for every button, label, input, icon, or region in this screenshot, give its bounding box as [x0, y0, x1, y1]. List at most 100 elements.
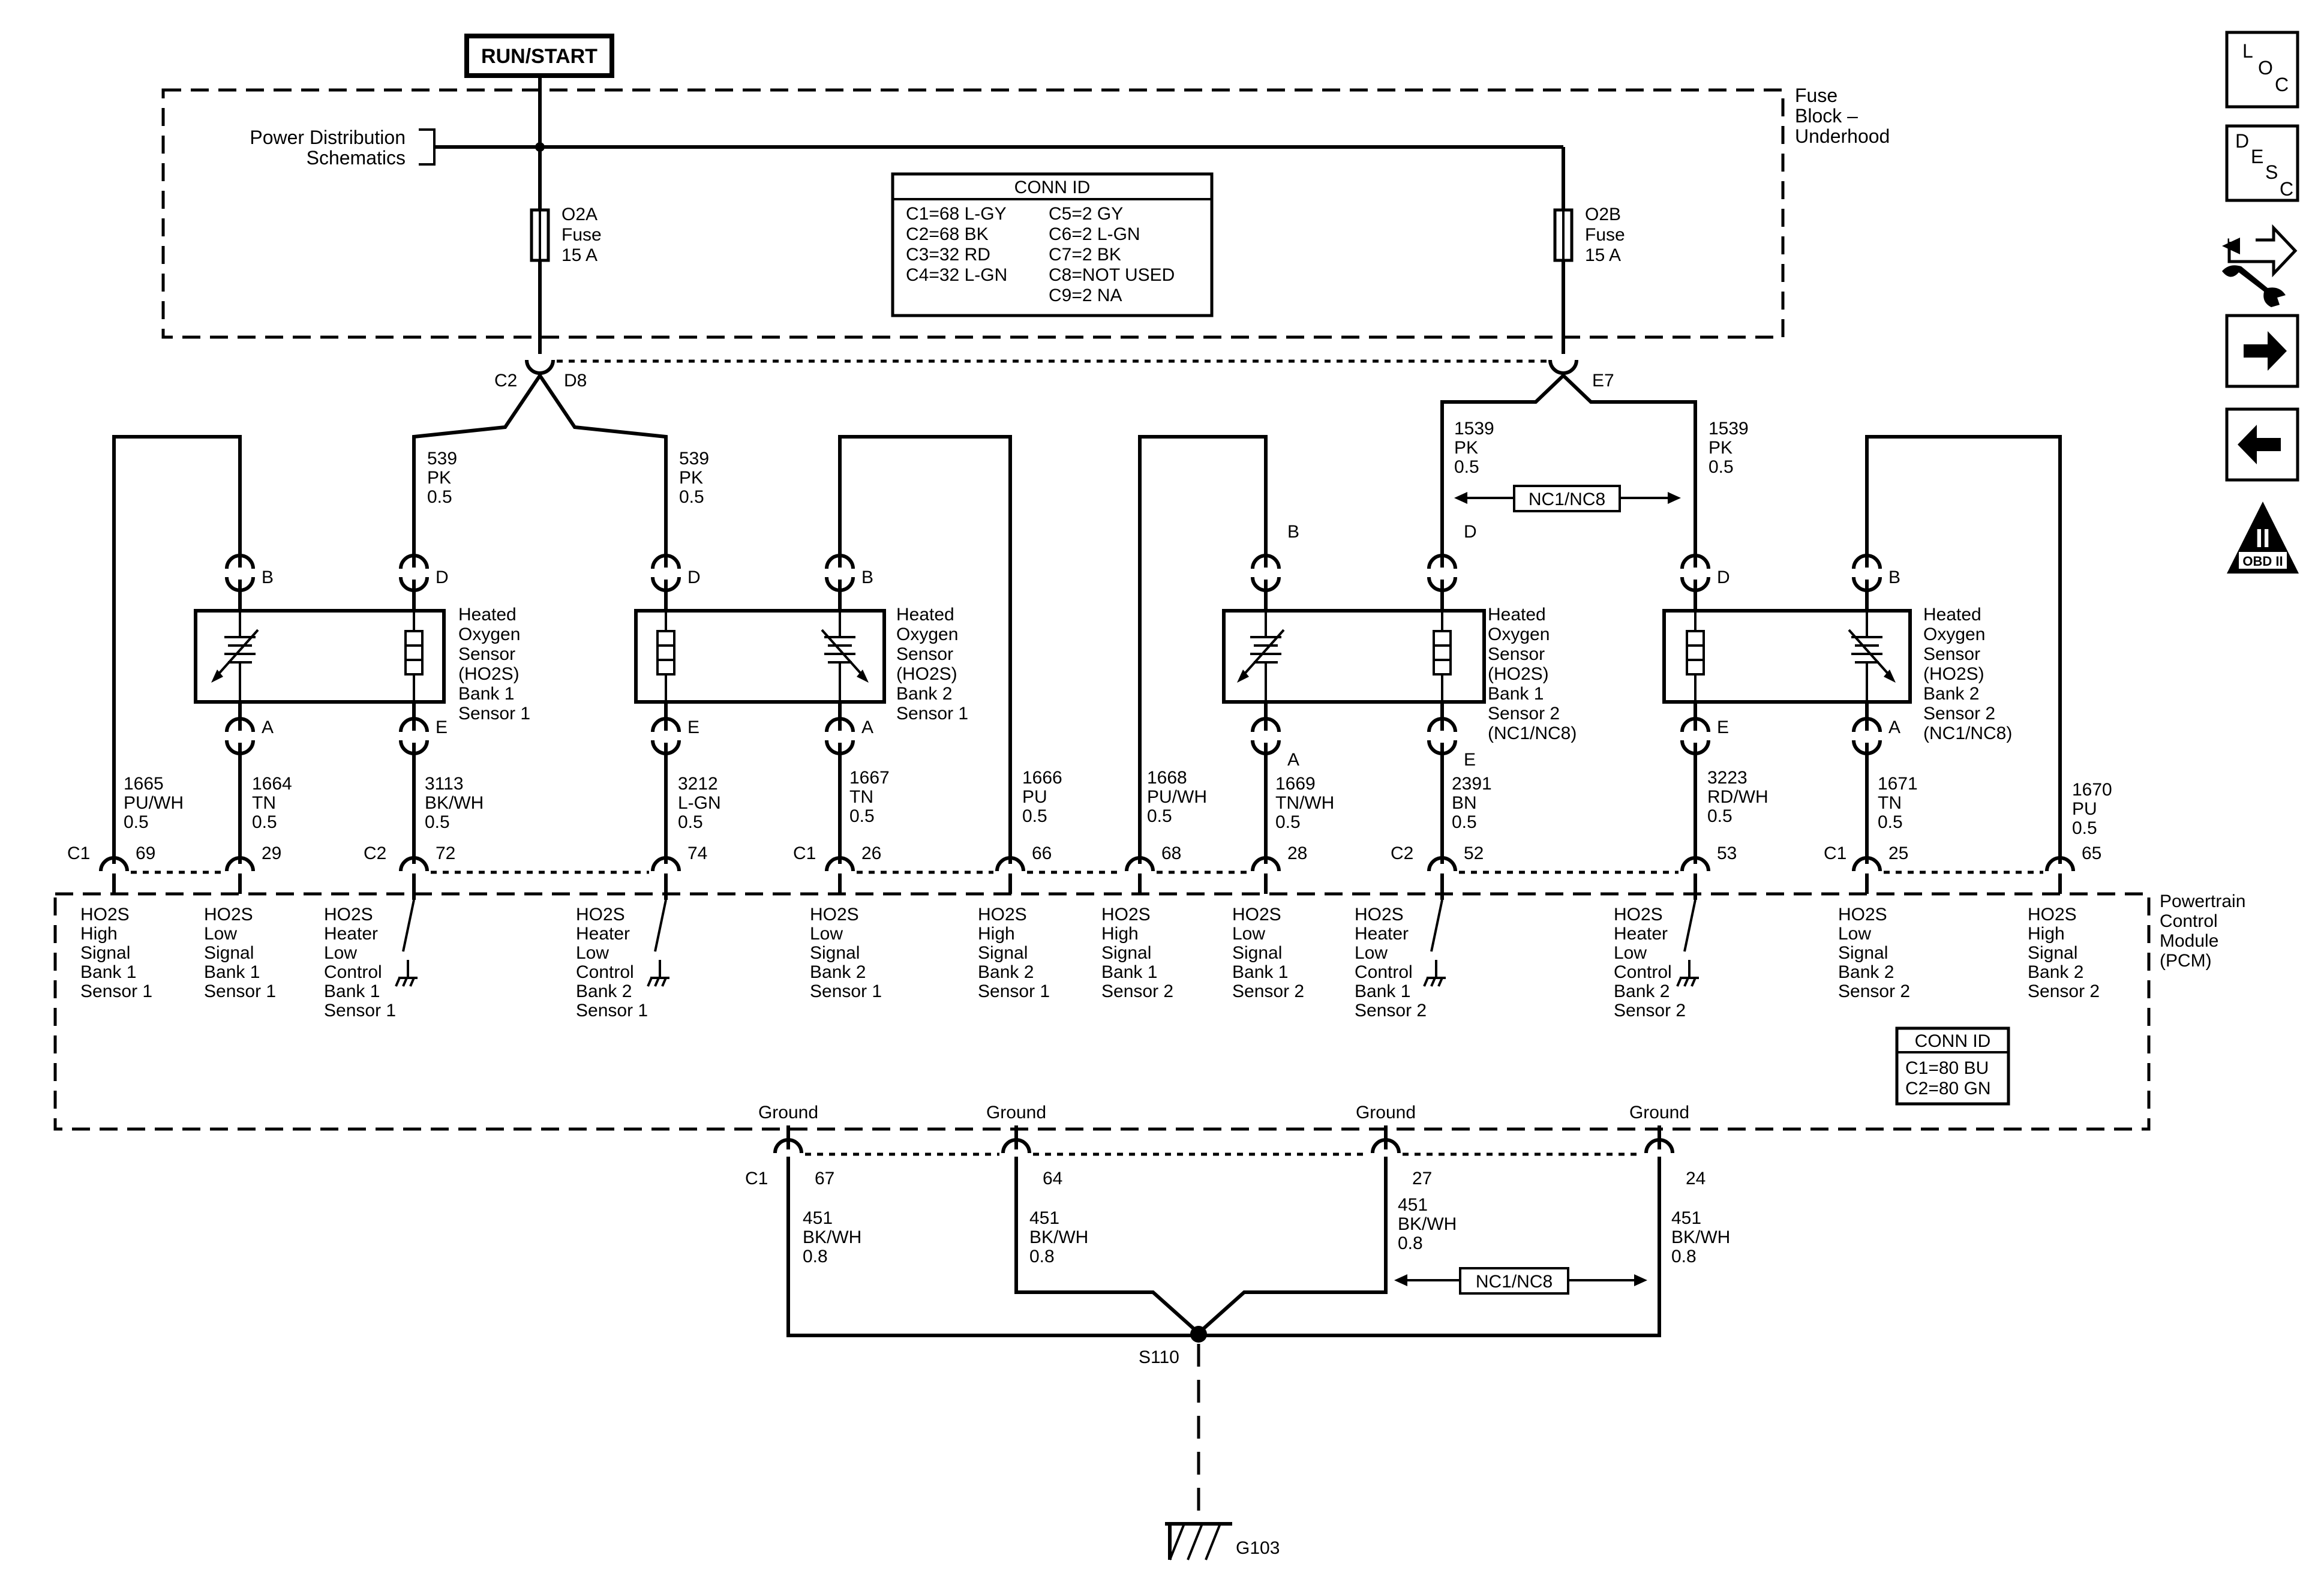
pcm-conn-id-table: CONN ID C1=80 BU C2=80 GN — [1895, 1026, 2010, 1106]
oxygen-sensor-element-icon — [1848, 611, 1896, 702]
svg-text:(NC1/NC8): (NC1/NC8) — [1488, 724, 1577, 743]
svg-text:Low: Low — [810, 924, 843, 944]
svg-text:26: 26 — [861, 843, 881, 863]
svg-text:(NC1/NC8): (NC1/NC8) — [1923, 724, 2012, 743]
pcm-circuit-b2s2-high: HO2S High Signal Bank 2 Sensor 2 — [2028, 905, 2100, 1001]
pcm-circuit-b2s1-high: HO2S High Signal Bank 2 Sensor 1 — [978, 905, 1050, 1001]
svg-text:RUN/START: RUN/START — [481, 45, 597, 68]
next-page-icon[interactable] — [2225, 314, 2299, 388]
svg-text:B: B — [262, 568, 274, 587]
svg-text:Sensor 2: Sensor 2 — [2028, 981, 2100, 1001]
svg-text:0.5: 0.5 — [1147, 806, 1172, 826]
svg-text:PU: PU — [2072, 799, 2097, 819]
pcm-ground-labels: Ground Ground Ground Ground — [758, 1103, 1689, 1122]
svg-text:15 A: 15 A — [1585, 245, 1621, 265]
svg-text:NC1/NC8: NC1/NC8 — [1529, 490, 1605, 509]
svg-text:27: 27 — [1412, 1169, 1432, 1188]
svg-text:Sensor 2: Sensor 2 — [1488, 704, 1560, 724]
svg-text:1664: 1664 — [252, 774, 292, 794]
svg-text:OBD II: OBD II — [2242, 554, 2283, 569]
description-icon[interactable]: D E S C — [2225, 124, 2299, 202]
fuse-block-label: Fuse Block – Underhood — [1795, 85, 1890, 147]
svg-text:Bank 2: Bank 2 — [1838, 962, 1894, 982]
svg-text:Module: Module — [2160, 931, 2218, 951]
svg-text:A: A — [1888, 718, 1900, 737]
svg-text:PK: PK — [1454, 438, 1478, 458]
svg-text:Fuse: Fuse — [1795, 85, 1837, 106]
svg-text:451: 451 — [803, 1208, 833, 1228]
svg-text:Sensor 2: Sensor 2 — [1101, 981, 1173, 1001]
svg-text:0.5: 0.5 — [425, 812, 450, 832]
svg-text:PK: PK — [427, 468, 451, 488]
svg-text:1539: 1539 — [1454, 419, 1494, 439]
svg-text:Signal: Signal — [1838, 943, 1888, 963]
svg-text:TN: TN — [1878, 793, 1902, 813]
heater-element-icon — [404, 611, 424, 702]
svg-text:Bank 2: Bank 2 — [1614, 981, 1670, 1001]
svg-text:74: 74 — [687, 843, 707, 863]
svg-text:0.5: 0.5 — [252, 812, 277, 832]
svg-text:Sensor 1: Sensor 1 — [810, 981, 882, 1001]
svg-text:1670: 1670 — [2072, 780, 2112, 800]
troubleshooting-icon[interactable] — [2222, 224, 2298, 307]
svg-text:D: D — [436, 568, 449, 587]
svg-text:High: High — [978, 924, 1015, 944]
ho2s-bank2-sensor2: Heated Oxygen Sensor (HO2S) Bank 2 Senso… — [1662, 605, 2012, 743]
wire-3113-label: 3113 BK/WH 0.5 — [425, 774, 484, 832]
wire-2391-label: 2391 BN 0.5 — [1452, 774, 1492, 832]
svg-text:Bank 2: Bank 2 — [978, 962, 1034, 982]
svg-text:72: 72 — [436, 843, 455, 863]
svg-text:C4=32 L-GN: C4=32 L-GN — [906, 265, 1007, 285]
svg-text:64: 64 — [1043, 1169, 1062, 1188]
svg-text:BK/WH: BK/WH — [1671, 1227, 1730, 1247]
svg-text:C6=2 L-GN: C6=2 L-GN — [1049, 224, 1140, 244]
svg-text:28: 28 — [1287, 843, 1307, 863]
svg-text:Ground: Ground — [986, 1103, 1046, 1122]
wire-1666-label: 1666 PU 0.5 — [1022, 768, 1062, 826]
svg-text:451: 451 — [1029, 1208, 1059, 1228]
heater-low-driver-b1s1 — [395, 873, 419, 987]
svg-text:Heater: Heater — [1355, 924, 1409, 944]
svg-text:Bank 1: Bank 1 — [204, 962, 260, 982]
pcm-circuit-b2s2-low: HO2S Low Signal Bank 2 Sensor 2 — [1838, 905, 1910, 1001]
svg-text:PU/WH: PU/WH — [124, 793, 184, 813]
svg-text:C2=80 GN: C2=80 GN — [1905, 1079, 1991, 1098]
svg-text:B: B — [1287, 522, 1299, 542]
svg-text:High: High — [80, 924, 118, 944]
svg-text:(PCM): (PCM) — [2160, 951, 2212, 971]
svg-text:B: B — [1888, 568, 1900, 587]
run-start-label: RUN/START — [464, 34, 614, 78]
obd-ii-icon[interactable]: II OBD II — [2227, 502, 2299, 574]
svg-text:C1: C1 — [745, 1169, 768, 1188]
svg-text:Bank 1: Bank 1 — [80, 962, 136, 982]
svg-text:Powertrain: Powertrain — [2160, 891, 2245, 911]
svg-text:A: A — [262, 718, 274, 737]
svg-text:PK: PK — [679, 468, 703, 488]
svg-text:Bank 1: Bank 1 — [1101, 962, 1157, 982]
svg-text:BK/WH: BK/WH — [1398, 1214, 1457, 1234]
svg-text:Bank 1: Bank 1 — [324, 981, 380, 1001]
svg-text:Oxygen: Oxygen — [1488, 625, 1550, 644]
wire-1539-right-label: 1539 PK 0.5 — [1709, 419, 1749, 477]
svg-text:A: A — [1287, 750, 1299, 770]
nc1-nc8-option-bottom: NC1/NC8 — [1394, 1267, 1647, 1295]
previous-page-icon[interactable] — [2225, 407, 2299, 482]
svg-text:C1: C1 — [67, 843, 90, 863]
fuse-o2a: O2A Fuse 15 A — [530, 205, 602, 265]
heater-low-driver-b2s1 — [647, 873, 671, 987]
svg-text:Fuse: Fuse — [562, 225, 602, 245]
svg-text:CONN ID: CONN ID — [1014, 178, 1091, 197]
svg-text:TN/WH: TN/WH — [1275, 793, 1334, 813]
ho2s-bank2-sensor1: Heated Oxygen Sensor (HO2S) Bank 2 Senso… — [634, 605, 968, 724]
wire-1664-label: 1664 TN 0.5 — [252, 774, 292, 832]
svg-text:Low: Low — [1232, 924, 1265, 944]
svg-text:Bank 2: Bank 2 — [2028, 962, 2083, 982]
svg-text:Signal: Signal — [204, 943, 254, 963]
location-icon[interactable]: L O C — [2225, 31, 2299, 109]
svg-text:65: 65 — [2082, 843, 2101, 863]
wire-451-label-3: 451 BK/WH 0.8 — [1398, 1195, 1457, 1253]
svg-text:HO2S: HO2S — [1355, 905, 1404, 924]
svg-text:3212: 3212 — [678, 774, 718, 794]
svg-text:TN: TN — [252, 793, 276, 813]
svg-text:0.5: 0.5 — [1022, 806, 1047, 826]
